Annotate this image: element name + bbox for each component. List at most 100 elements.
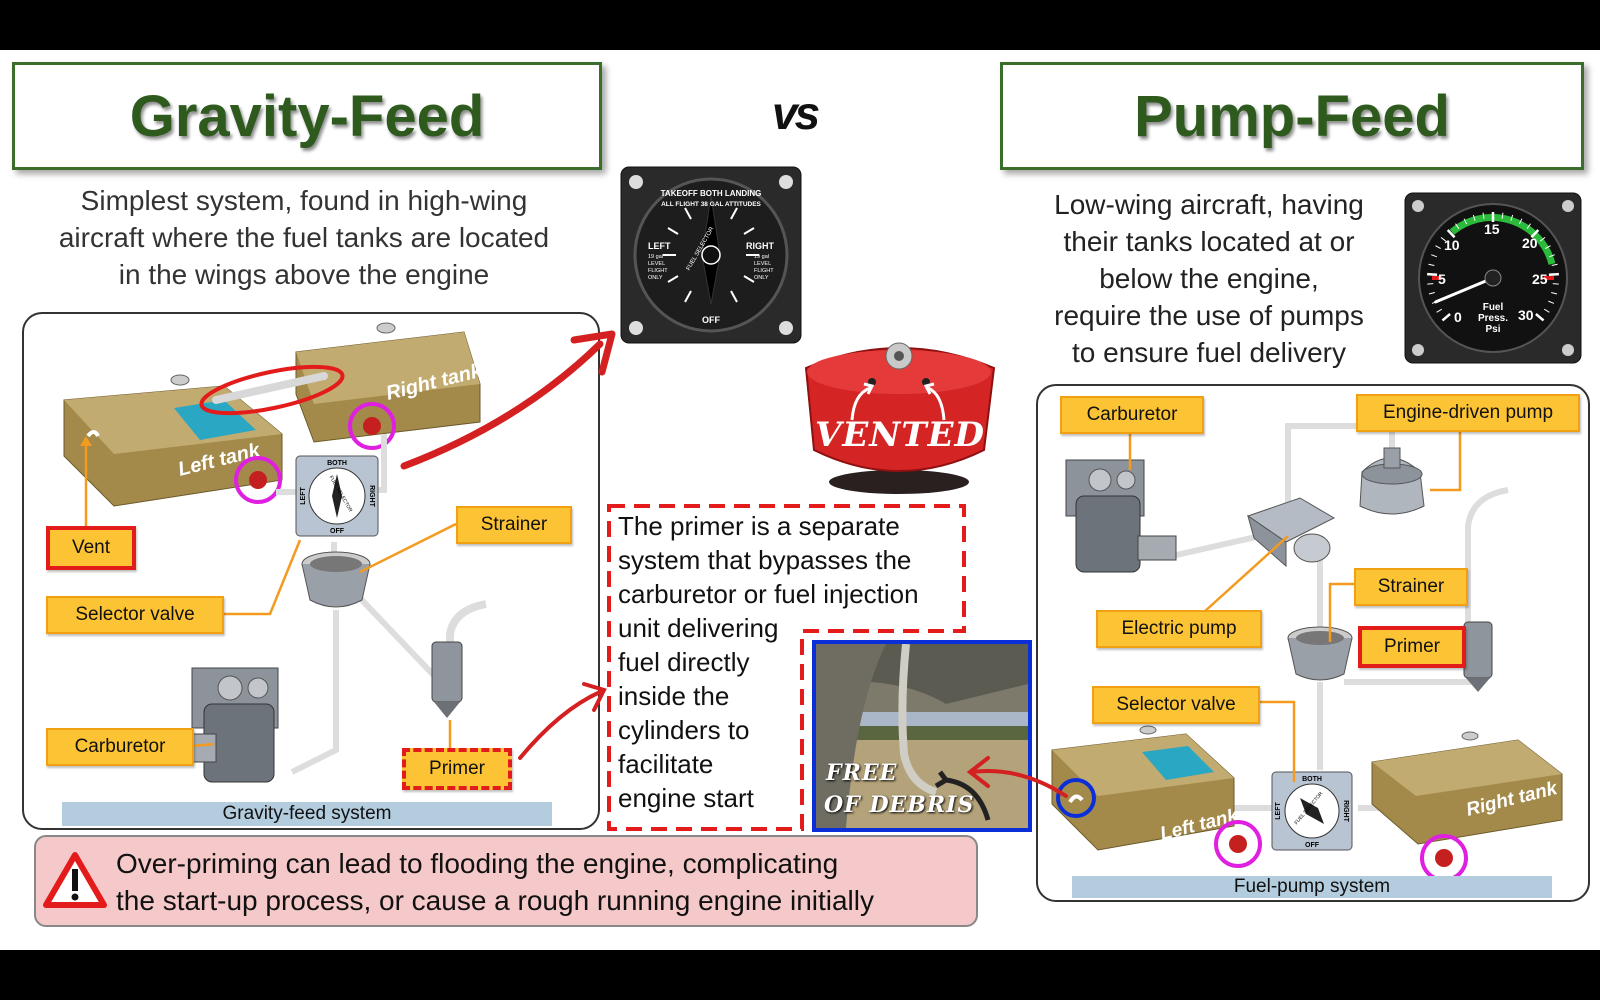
pressure-gauge-tick bbox=[1551, 263, 1558, 267]
fuel-pressure-gauge: 0 5 10 15 20 25 30 Fuel Press. Psi bbox=[1404, 192, 1582, 364]
gauge-tick-25: 25 bbox=[1532, 271, 1548, 287]
pressure-gauge-needle bbox=[1434, 276, 1495, 304]
gauge-off-label: OFF bbox=[702, 315, 720, 325]
pressure-gauge-tick bbox=[1501, 212, 1504, 219]
description-line: Low-wing aircraft, having bbox=[1054, 189, 1364, 220]
pressure-gauge-tick bbox=[1463, 218, 1468, 225]
pressure-gauge-tick bbox=[1440, 236, 1447, 242]
gravity-selector-right: RIGHT bbox=[368, 485, 375, 508]
vent-photo: FREE OF DEBRIS bbox=[812, 640, 1032, 832]
pressure-gauge-tick bbox=[1545, 245, 1551, 250]
gravity-feed-artwork: Right tank Left tank bbox=[63, 322, 487, 783]
gauge-left-sub: ONLY bbox=[648, 275, 663, 281]
pressure-gauge-tick bbox=[1436, 308, 1443, 313]
gauge-label-line: Psi bbox=[1485, 324, 1500, 335]
pressure-gauge-tick bbox=[1518, 218, 1523, 225]
primer-note-line: fuel directly bbox=[618, 647, 750, 677]
selector-valve-label: Selector valve bbox=[46, 596, 224, 634]
warning-line: the start-up process, or cause a rough r… bbox=[116, 885, 874, 916]
gravity-selector-off: OFF bbox=[330, 528, 345, 535]
primer-note-line: The primer is a separate bbox=[618, 511, 900, 541]
primer-label: Primer bbox=[402, 748, 512, 790]
pressure-gauge-tick bbox=[1482, 212, 1485, 219]
left-tank-drain-highlight bbox=[234, 456, 282, 504]
pressure-gauge-ticks bbox=[1427, 212, 1559, 322]
pressure-gauge-tick bbox=[1428, 263, 1435, 267]
gravity-feed-title-box: Gravity-Feed bbox=[12, 62, 602, 170]
pressure-gauge-tick bbox=[1548, 272, 1559, 276]
gravity-feed-description: Simplest system, found in high-wing airc… bbox=[12, 182, 596, 293]
gauge-left-sub: LEVEL bbox=[648, 261, 665, 267]
pump-selector-right: RIGHT bbox=[1342, 800, 1349, 823]
gravity-selector-both: BOTH bbox=[327, 460, 347, 467]
gauge-tick-15: 15 bbox=[1484, 221, 1500, 237]
pressure-gauge-tick bbox=[1543, 308, 1550, 313]
pressure-gauge-tick bbox=[1548, 254, 1555, 258]
gauge-tick-10: 10 bbox=[1444, 237, 1460, 253]
gauge-right-sub: LEVEL bbox=[754, 261, 771, 267]
pressure-gauge-tick bbox=[1428, 292, 1435, 295]
fuel-pump-artwork: Left tank Right tank BOTH OFF LEFT RIGHT… bbox=[1051, 423, 1563, 882]
pump-selector-off: OFF bbox=[1305, 842, 1320, 849]
gauge-left-label: LEFT bbox=[648, 241, 671, 251]
pump-carburetor-label: Carburetor bbox=[1060, 396, 1204, 434]
pressure-gauge-tick bbox=[1435, 245, 1441, 250]
right-tank-drain-highlight bbox=[348, 402, 396, 450]
slide: Gravity-Feed vs Pump-Feed Simplest syste… bbox=[0, 50, 1600, 950]
fuel-selector-gauge: TAKEOFF BOTH LANDING ALL FLIGHT 38 GAL A… bbox=[620, 166, 802, 344]
pressure-gauge-tick bbox=[1530, 229, 1540, 239]
description-line: Simplest system, found in high-wing bbox=[80, 185, 528, 216]
primer-note: The primer is a separate system that byp… bbox=[606, 503, 966, 833]
description-line: aircraft where the fuel tanks are locate… bbox=[58, 222, 550, 253]
electric-pump-label: Electric pump bbox=[1096, 610, 1262, 648]
pump-vent-highlight bbox=[1056, 778, 1096, 818]
fuel-pump-caption: Fuel-pump system bbox=[1072, 876, 1552, 898]
vent-line-highlight bbox=[199, 364, 345, 416]
gravity-selector-left: LEFT bbox=[300, 487, 307, 505]
description-line: to ensure fuel delivery bbox=[1072, 337, 1346, 368]
gauge-right-label: RIGHT bbox=[746, 241, 775, 251]
pressure-gauge-tick bbox=[1441, 313, 1451, 322]
pressure-gauge-tick bbox=[1431, 254, 1438, 258]
gauge-tick-30: 30 bbox=[1518, 307, 1534, 323]
pressure-gauge-tick bbox=[1510, 214, 1514, 221]
description-line: below the engine, bbox=[1099, 263, 1319, 294]
gauge-label-line: Fuel bbox=[1483, 302, 1504, 313]
description-line: in the wings above the engine bbox=[118, 259, 490, 290]
vented-label: VENTED bbox=[815, 415, 985, 455]
pump-strainer-label: Strainer bbox=[1354, 568, 1468, 606]
gauge-label-line: Press. bbox=[1478, 313, 1508, 324]
gauge-top-line2: ALL FLIGHT 38 GAL ATTITUDES bbox=[661, 201, 761, 208]
primer-note-border bbox=[607, 504, 966, 831]
pump-selector-left: LEFT bbox=[1275, 802, 1282, 820]
pump-feed-title: Pump-Feed bbox=[1134, 83, 1450, 149]
gauge-tick-20: 20 bbox=[1522, 235, 1538, 251]
pressure-gauge-tick bbox=[1427, 283, 1434, 285]
pressure-gauge-tick bbox=[1548, 300, 1555, 304]
strainer-label: Strainer bbox=[456, 506, 572, 544]
pressure-gauge-tick bbox=[1455, 223, 1460, 229]
vs-label: vs bbox=[772, 87, 820, 139]
pressure-gauge-tick bbox=[1427, 272, 1438, 276]
gravity-feed-caption: Gravity-feed system bbox=[62, 802, 552, 826]
vent-label: Vent bbox=[46, 526, 136, 570]
gauge-top-line1: TAKEOFF BOTH LANDING bbox=[661, 189, 762, 198]
pressure-gauge-tick bbox=[1552, 283, 1559, 285]
gravity-feed-diagram: Right tank Left tank bbox=[22, 312, 600, 830]
warning-triangle-icon bbox=[43, 852, 107, 908]
gauge-right-sub: 19 gal bbox=[754, 254, 769, 260]
primer-note-line: engine start bbox=[618, 783, 754, 813]
primer-note-line: cylinders to bbox=[618, 715, 750, 745]
pump-selector-both: BOTH bbox=[1302, 776, 1322, 783]
pressure-gauge-tick bbox=[1539, 236, 1546, 242]
photo-text-free: FREE bbox=[826, 760, 898, 786]
gravity-feed-title: Gravity-Feed bbox=[129, 83, 485, 149]
gauge-left-sub: 19 gal bbox=[648, 254, 663, 260]
pressure-gauge-tick bbox=[1526, 223, 1531, 229]
gauge-tick-0: 0 bbox=[1454, 309, 1462, 325]
pump-left-drain-highlight bbox=[1214, 820, 1262, 868]
pump-primer-label: Primer bbox=[1358, 626, 1466, 668]
pump-selector-valve-label: Selector valve bbox=[1092, 686, 1260, 724]
description-line: their tanks located at or bbox=[1063, 226, 1355, 257]
over-priming-warning: Over-priming can lead to flooding the en… bbox=[34, 835, 978, 927]
